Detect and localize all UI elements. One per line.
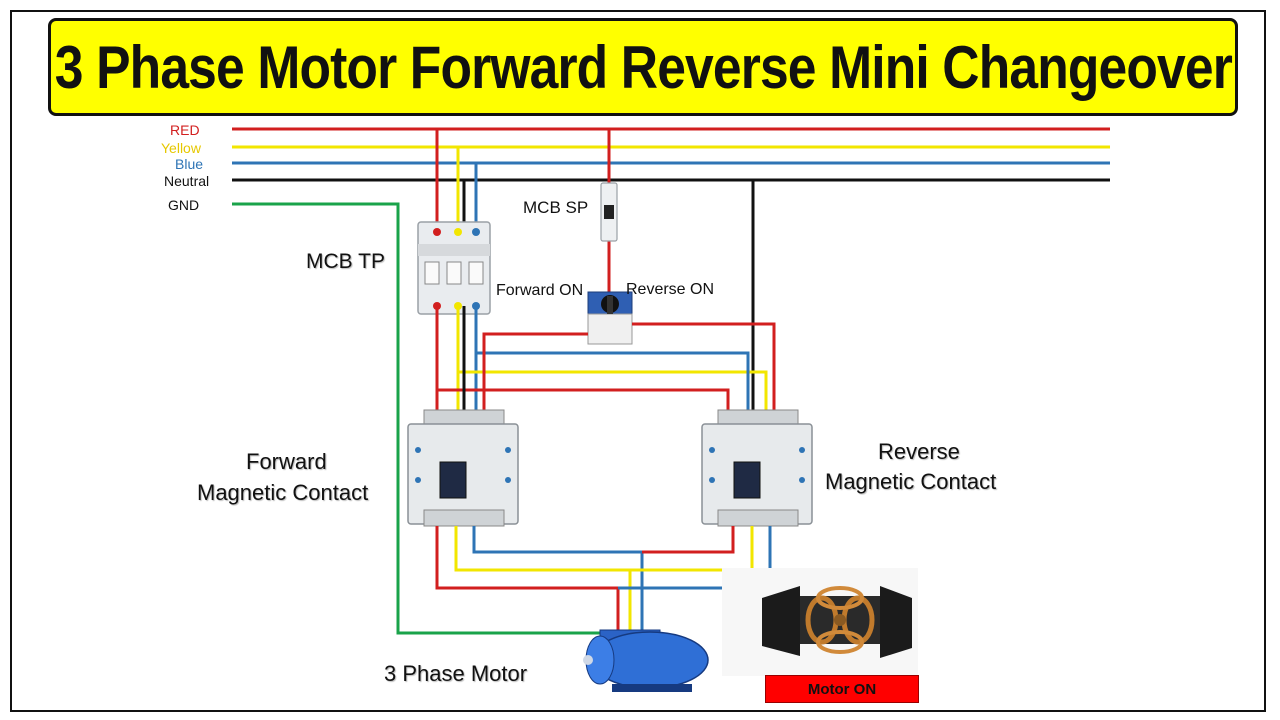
switch-reverse-wire [632,322,776,410]
switch-forward-wire [482,332,588,410]
rev-out-red [642,526,735,554]
red-wire-label: RED [170,122,200,138]
gnd-wire [232,202,615,635]
fwd-out-blue [472,526,644,630]
gnd-wire-label: GND [168,197,200,213]
fwd-out-yellow [454,526,632,630]
motor-label: 3 Phase Motor [384,661,528,686]
forward-on-label: Forward ON [496,282,584,299]
title-banner: 3 Phase Motor Forward Reverse Mini Chang… [48,18,1238,116]
feed-yellow-to-reverse [458,370,768,410]
mcb-tp-body [417,221,491,315]
reverse-contactor-body [701,409,813,527]
reverse-contact-label-line2: Magnetic Contact [825,469,997,494]
stator-illustration [722,568,918,676]
changeover-switch-body [587,291,633,345]
motor-on-text: Motor ON [807,680,877,698]
feed-red-to-reverse [437,388,730,410]
neutral-wire-label: Neutral [164,173,210,189]
forward-contact-label-line2: Magnetic Contact [197,480,369,505]
motor-body [583,629,709,692]
diagram-title: 3 Phase Motor Forward Reverse Mini Chang… [54,33,1232,101]
blue-wire-label: Blue [175,156,204,172]
mcb-sp-label: MCB SP [523,198,589,217]
feed-blue-to-reverse [476,351,750,410]
yellow-wire-label: Yellow [161,140,201,156]
fwd-out-red [435,526,620,630]
outer-frame [10,10,1266,712]
forward-contact-label-line1: Forward [246,449,327,474]
forward-contactor-body [407,409,519,527]
mcb-tp-label: MCB TP [306,250,385,273]
mcb-sp-body [600,182,618,242]
reverse-on-label: Reverse ON [626,281,715,298]
motor-on-badge: Motor ON [765,675,919,703]
reverse-contact-label-line1: Reverse [878,439,960,464]
